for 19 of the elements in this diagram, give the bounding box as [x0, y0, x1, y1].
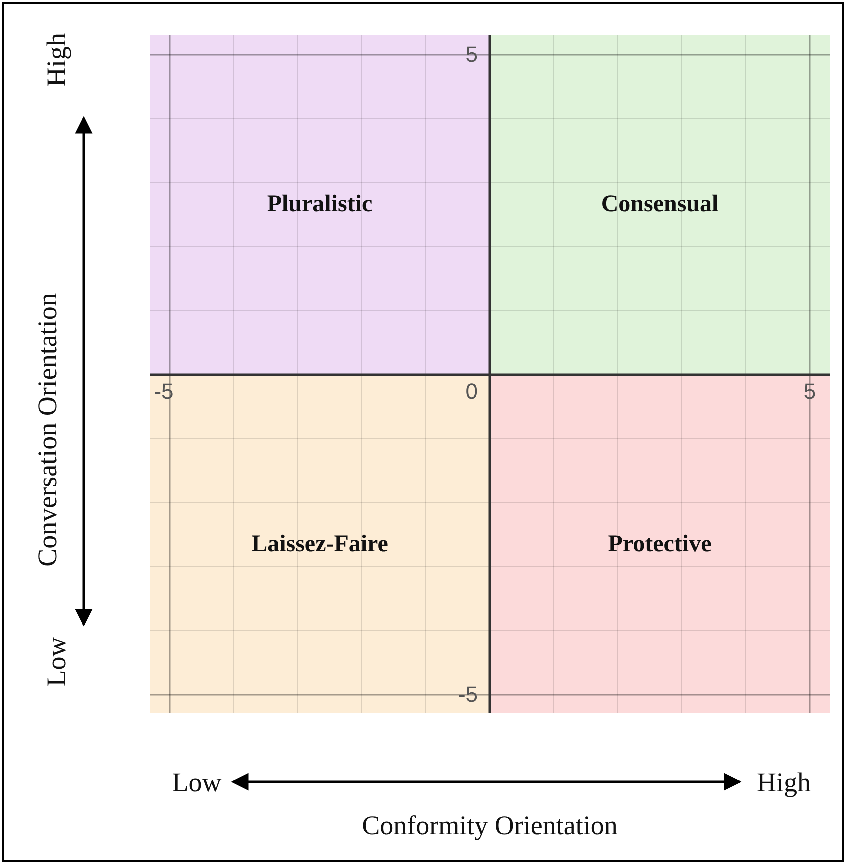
axis-end-label: Low: [172, 770, 222, 796]
quadrant-label: Laissez-Faire: [252, 532, 388, 558]
axis-title: Conversation Orientation: [34, 293, 62, 567]
quadrant-label: Protective: [608, 532, 712, 558]
axis-end-label: High: [44, 33, 70, 87]
quadrant-region: [490, 375, 830, 713]
quadrant-region: [490, 35, 830, 375]
tick-label: 5: [804, 381, 816, 403]
quadrant-label: Pluralistic: [267, 192, 373, 218]
quadrant-region: [150, 375, 490, 713]
tick-label: 5: [466, 44, 478, 66]
quadrant-region: [150, 35, 490, 375]
axis-end-label: High: [757, 770, 811, 796]
tick-label: -5: [154, 381, 174, 403]
quadrant-label: Consensual: [601, 192, 719, 218]
axis-title: Conformity Orientation: [362, 812, 618, 840]
tick-label: 0: [466, 381, 478, 403]
tick-label: -5: [458, 684, 478, 706]
axis-end-label: Low: [44, 637, 70, 687]
